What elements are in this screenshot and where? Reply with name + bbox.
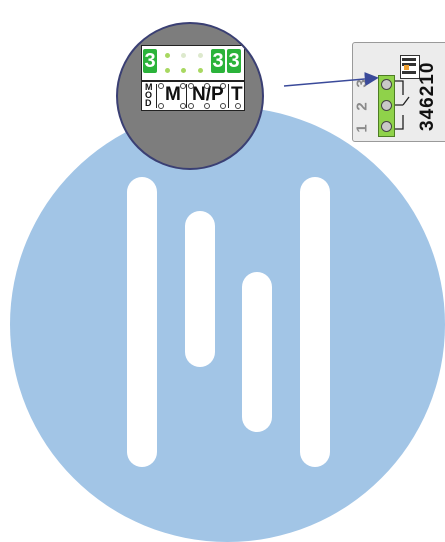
separator xyxy=(186,84,187,108)
illustration-circle xyxy=(10,107,445,542)
ring xyxy=(220,103,226,109)
slot-2 xyxy=(185,211,215,367)
switch-panel: 3 3 3 M O D M N/P T xyxy=(141,45,245,111)
left-digit: 3 xyxy=(143,49,157,73)
ring xyxy=(204,103,210,109)
m-label: M xyxy=(165,84,181,105)
mod-label-o: O xyxy=(145,90,153,100)
mini-switch-grid xyxy=(400,55,420,79)
dot xyxy=(198,68,203,73)
right-digit-2: 3 xyxy=(227,49,241,73)
mod-label-m: M xyxy=(145,82,153,92)
mini-cell xyxy=(402,63,416,66)
mini-cell xyxy=(402,58,416,61)
dot xyxy=(165,53,170,58)
screw-icon xyxy=(381,100,392,111)
separator xyxy=(156,84,157,108)
relay-symbol-icon xyxy=(395,80,410,130)
ring xyxy=(188,103,194,109)
t-label: T xyxy=(231,84,243,105)
ring xyxy=(204,83,210,89)
screw-icon xyxy=(381,121,392,132)
slot-1 xyxy=(127,177,157,467)
ring xyxy=(235,103,241,109)
device-module: 3 2 1 346210 xyxy=(352,42,445,142)
mini-highlight xyxy=(404,65,409,70)
slot-3 xyxy=(242,272,272,432)
ring xyxy=(220,83,226,89)
separator xyxy=(228,84,229,108)
dot xyxy=(181,68,186,73)
right-digit-1: 3 xyxy=(211,49,225,73)
dot xyxy=(165,68,170,73)
label-row: M O D M N/P T xyxy=(142,82,244,110)
terminal-block xyxy=(378,75,395,137)
np-label: N/P xyxy=(192,84,224,105)
screw-icon xyxy=(381,79,392,90)
slot-4 xyxy=(300,177,330,467)
ring xyxy=(180,83,186,89)
dot xyxy=(181,53,186,58)
dot xyxy=(198,53,203,58)
ring xyxy=(180,103,186,109)
ring xyxy=(158,83,164,89)
zoom-lens: 3 3 3 M O D M N/P T xyxy=(116,22,264,170)
digit-row: 3 3 3 xyxy=(142,46,244,80)
ring xyxy=(188,83,194,89)
lens-divider xyxy=(142,80,244,82)
mini-cell xyxy=(402,71,416,74)
ring xyxy=(158,103,164,109)
mod-label-d: D xyxy=(145,98,152,108)
